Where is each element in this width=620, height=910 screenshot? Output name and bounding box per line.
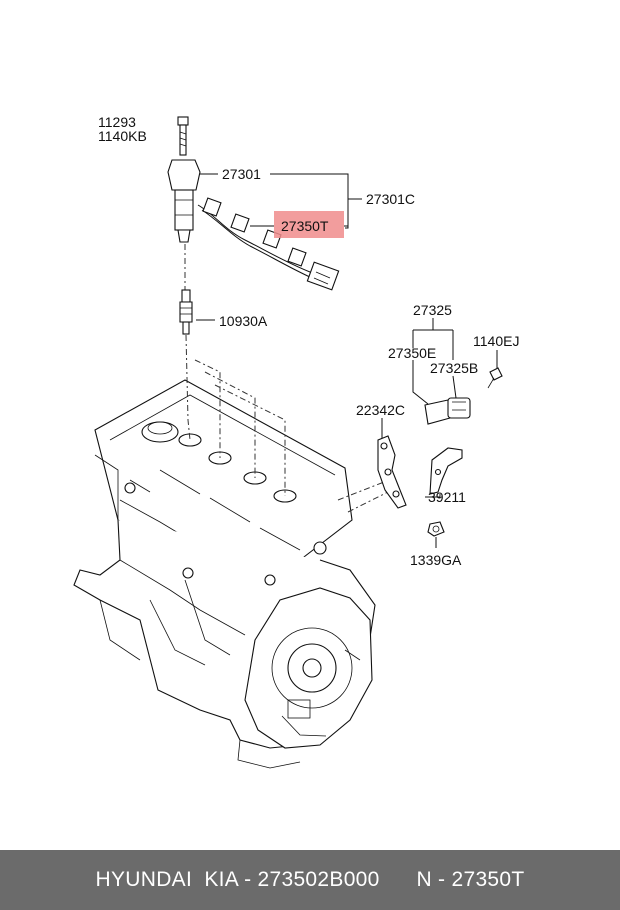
locator-lines <box>184 230 393 513</box>
callout-27325b[interactable]: 27325B <box>430 360 478 376</box>
callout-11293[interactable]: 11293 <box>98 114 136 130</box>
engine-block <box>73 379 376 769</box>
callout-27301c[interactable]: 27301C <box>366 191 415 207</box>
callout-27325[interactable]: 27325 <box>413 302 452 318</box>
leader-lines <box>196 173 498 548</box>
highlight-box <box>274 211 344 238</box>
callout-27350t[interactable]: 27350T <box>281 218 329 234</box>
callout-22342c[interactable]: 22342C <box>356 402 405 418</box>
callout-10930a[interactable]: 10930A <box>219 313 268 329</box>
callout-39211[interactable]: 39211 <box>428 489 466 505</box>
callout-27301[interactable]: 27301 <box>222 166 261 182</box>
callout-1339ga[interactable]: 1339GA <box>410 552 462 568</box>
parts-diagram: 11293 1140KB 27301 27301C 27350T 10930A … <box>73 114 519 769</box>
footer-reference: N - 27350T <box>416 868 525 891</box>
ignition-coil <box>167 116 201 335</box>
callout-1140kb[interactable]: 1140KB <box>98 128 147 144</box>
callout-1140ej[interactable]: 1140EJ <box>473 333 519 349</box>
callout-27350e[interactable]: 27350E <box>388 345 436 361</box>
footer-gap <box>380 868 417 892</box>
footer-brand-part-number: HYUNDAI KIA - 273502B000 <box>95 868 380 891</box>
part-number-footer: HYUNDAI KIA - 273502B000 N - 27350T <box>0 850 620 910</box>
sensor-brackets <box>377 367 503 537</box>
